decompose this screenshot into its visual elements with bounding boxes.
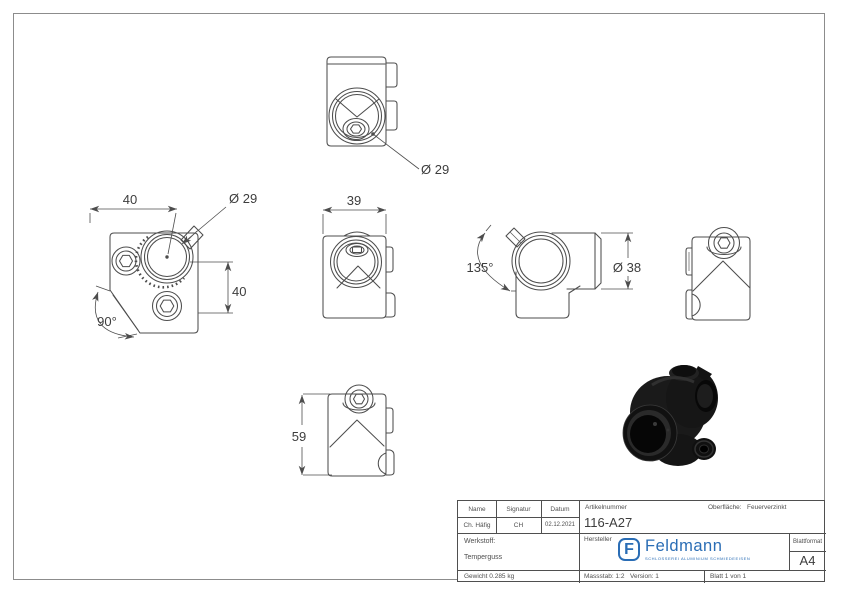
name-value: Ch. Häfig xyxy=(463,521,491,529)
top-view: Ø 29 xyxy=(326,56,449,177)
format-label: Blattformat xyxy=(792,539,822,545)
dimension-label: 59 xyxy=(292,429,306,444)
title-block-divider xyxy=(704,570,705,583)
dimension-label: 40 xyxy=(123,192,137,207)
signature-header: Signatur xyxy=(506,505,531,513)
surface-value: Feuerverzinkt xyxy=(747,504,787,511)
material-label: Werkstoff: xyxy=(464,538,496,545)
right-view xyxy=(685,226,751,321)
article-number-value: 116-A27 xyxy=(584,515,633,530)
surface-label: Oberfläche: xyxy=(708,504,742,511)
feldmann-logo-icon: F xyxy=(618,538,640,561)
feldmann-logo: F Feldmann SCHLOSSEREI ALUMINIUM SCHMIED… xyxy=(618,538,750,561)
part-3d-render xyxy=(622,365,718,466)
sheet-of-value: Blatt 1 von 1 xyxy=(710,573,747,580)
dimension-label: 90° xyxy=(97,314,117,329)
front-view: 40 Ø 29 40 90° xyxy=(89,191,257,340)
feldmann-logo-subtitle: SCHLOSSEREI ALUMINIUM SCHMIEDEEISEN xyxy=(645,556,751,561)
dimension-label: Ø 29 xyxy=(421,162,449,177)
date-value: 02.12.2021 xyxy=(544,522,576,528)
dimension-label: 40 xyxy=(232,284,246,299)
bottom-view: 59 xyxy=(292,384,395,477)
article-number-label: Artikelnummer xyxy=(585,504,627,511)
dimension-label: 39 xyxy=(347,193,361,208)
title-block-divider xyxy=(458,533,826,534)
title-block: Name Signatur Datum Ch. Häfig CH 02.12.2… xyxy=(457,500,826,583)
signature-value: CH xyxy=(513,521,524,529)
name-header: Name xyxy=(468,505,486,513)
angled-view: 135° Ø 38 xyxy=(467,224,641,319)
scale-value: Massstab: 1:2 xyxy=(584,573,625,580)
dimension-label: Ø 29 xyxy=(229,191,257,206)
date-header: Datum xyxy=(550,505,570,513)
sheet-border-frame xyxy=(13,13,825,580)
title-block-divider xyxy=(458,570,826,571)
side-view: 39 xyxy=(322,193,396,319)
feldmann-logo-text: Feldmann xyxy=(645,537,723,555)
title-block-divider xyxy=(789,551,826,552)
dimension-label: Ø 38 xyxy=(613,260,641,275)
title-block-divider xyxy=(458,517,579,518)
dimension-label: 135° xyxy=(467,260,494,275)
format-value: A4 xyxy=(799,553,816,568)
version-value: Version: 1 xyxy=(630,573,659,580)
material-value: Temperguss xyxy=(464,554,503,561)
weight-value: Gewicht 0.285 kg xyxy=(464,573,515,580)
title-block-divider xyxy=(579,501,580,583)
manufacturer-label: Hersteller xyxy=(584,536,612,543)
